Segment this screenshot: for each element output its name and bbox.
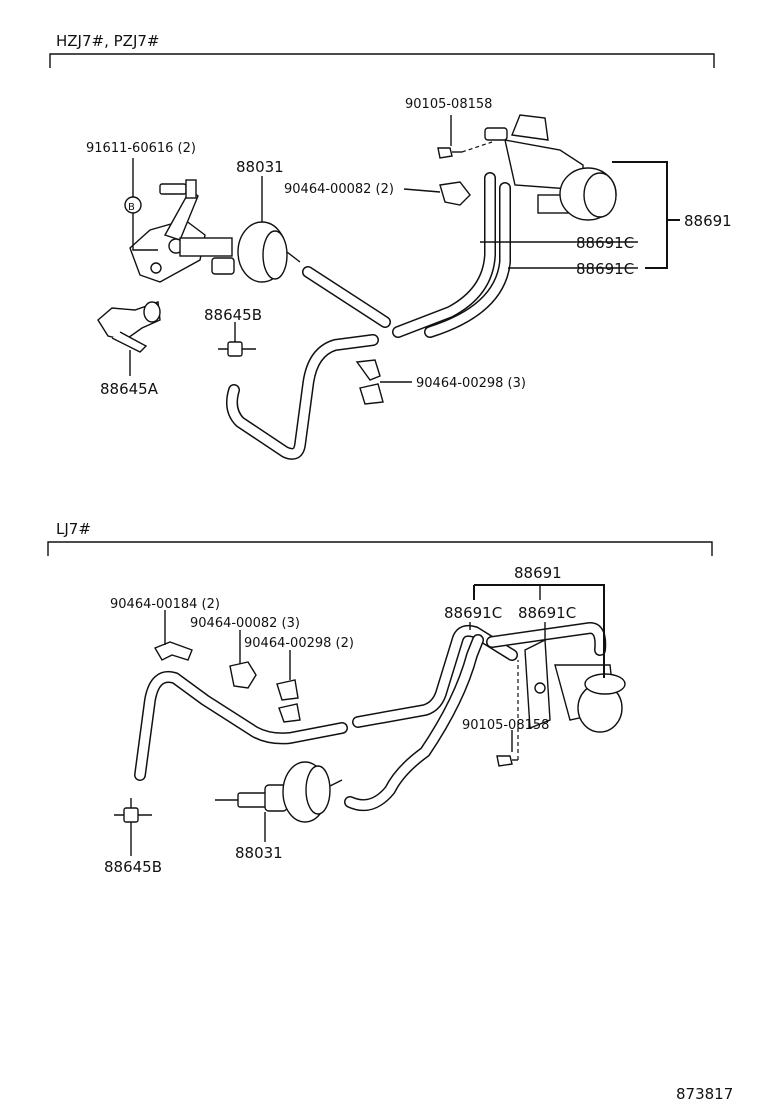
label-nut: 91611-60616 (2)	[86, 141, 196, 156]
section-lj7: LJ7#	[47, 520, 713, 876]
connector-88645a	[97, 301, 161, 353]
label-actuator: 88031	[235, 844, 283, 862]
label-bolt: 90105-08158	[462, 718, 549, 733]
svg-text:B: B	[128, 202, 135, 213]
connector-88645b	[218, 330, 256, 357]
clamp-90464-00298	[276, 679, 301, 723]
label-clamp-b: 90464-00082 (3)	[190, 616, 300, 631]
nut-91611: B	[124, 196, 142, 214]
reference-number: 873817	[676, 1085, 733, 1103]
vacuum-hose-assembly	[226, 172, 511, 460]
section-header: LJ7#	[56, 520, 91, 538]
clamp-90464-00184	[153, 641, 193, 661]
label-clamp-a: 90464-00184 (2)	[110, 597, 220, 612]
clamp-90464-00082	[229, 661, 257, 689]
label-bolt: 90105-08158	[405, 97, 492, 112]
clamp-90464-00298	[355, 359, 384, 405]
label-hose-c1: 88691C	[576, 234, 634, 252]
actuator-88031	[129, 179, 301, 283]
label-actuator: 88031	[236, 158, 284, 176]
vacuum-hose-assembly	[134, 622, 607, 811]
vsv-88691	[484, 114, 617, 221]
clamp-90464-00082	[439, 181, 471, 206]
label-connector-a: 88645A	[100, 380, 159, 398]
vsv-88691	[524, 638, 626, 733]
section-header: HZJ7#, PZJ7#	[56, 32, 159, 50]
bolt-90105	[496, 660, 519, 767]
label-vsv: 88691	[684, 212, 732, 230]
section-bracket	[47, 541, 713, 556]
label-hose-c1: 88691C	[444, 604, 502, 622]
label-clamp-c: 90464-00298 (2)	[244, 636, 354, 651]
connector-88645b	[114, 798, 152, 823]
label-vsv: 88691	[514, 564, 562, 582]
label-connector-b: 88645B	[204, 306, 262, 324]
section-hzj7-pzj7: HZJ7#, PZJ7#	[49, 32, 732, 460]
label-clamp-a: 90464-00082 (2)	[284, 182, 394, 197]
label-hose-c2: 88691C	[518, 604, 576, 622]
actuator-88031	[215, 761, 343, 823]
label-connector-b: 88645B	[104, 858, 162, 876]
label-hose-c2: 88691C	[576, 260, 634, 278]
label-clamp-b: 90464-00298 (3)	[416, 376, 526, 391]
bolt-90105	[437, 115, 493, 159]
section-bracket	[49, 53, 715, 68]
